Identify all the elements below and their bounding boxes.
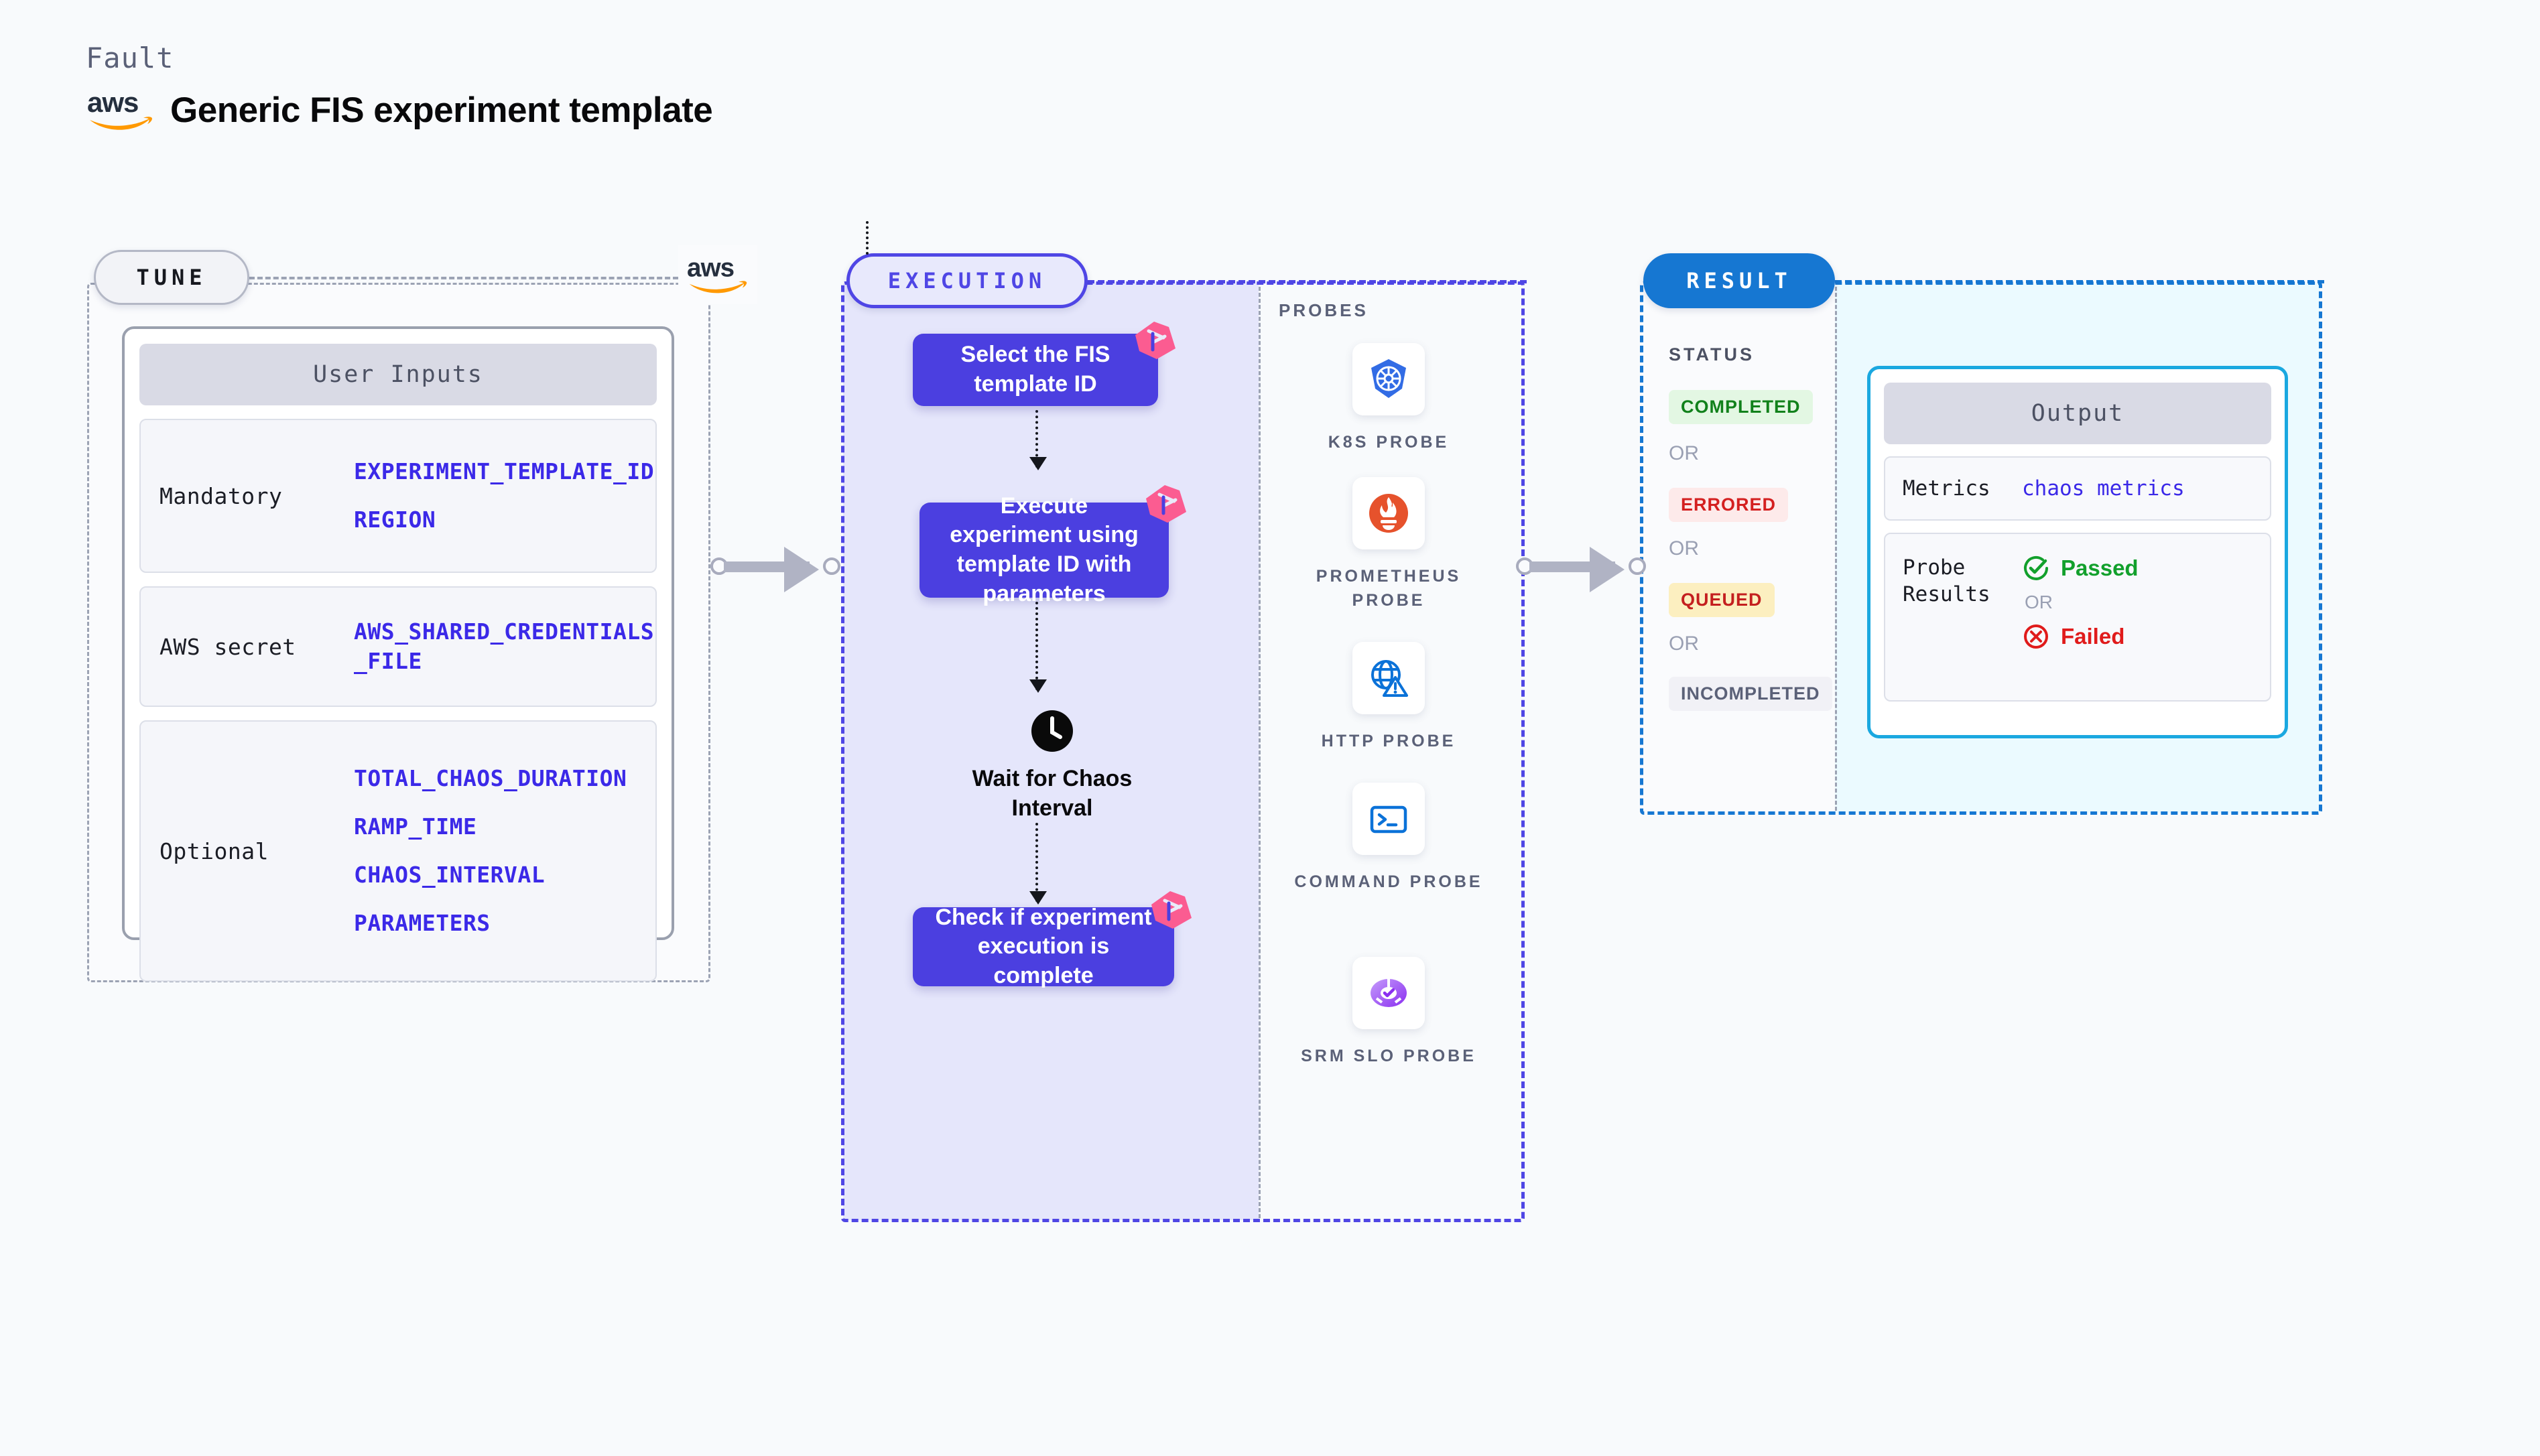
svg-text:aws: aws [687,254,734,283]
probes-title: PROBES [1279,300,1369,320]
probe-item-http[interactable]: HTTP PROBE [1278,642,1499,753]
output-row-metrics: Metrics chaos metrics [1884,456,2271,521]
input-value: _FILE [354,648,422,674]
probe-label: K8S PROBE [1328,433,1450,452]
verdict-failed: Failed [2022,622,2139,651]
result-stage-pill[interactable]: RESULT [1643,253,1835,308]
probe-label: SRM SLO PROBE [1301,1047,1476,1065]
execution-background [843,283,1259,1220]
flow-arrow-1 [1029,410,1047,470]
result-status-background [1642,283,1835,813]
flow-step-check-complete[interactable]: Check if experiment execution is complet… [913,905,1174,988]
passed-label: Passed [2061,555,2139,580]
status-badge-queued: QUEUED [1669,583,1775,617]
or-label: OR [1669,442,1699,464]
user-inputs-card: User Inputs Mandatory EXPERIMENT_TEMPLAT… [122,326,674,982]
metrics-value: chaos metrics [2022,476,2185,501]
output-card: Output Metrics chaos metrics Probe Resul… [1867,366,2288,738]
tune-stage-pill[interactable]: TUNE [94,250,249,305]
probe-label: COMMAND PROBE [1294,872,1483,891]
input-row-mandatory: Mandatory EXPERIMENT_TEMPLATE_ID REGION [139,419,657,573]
input-row-aws-secret: AWS secret AWS_SHARED_CREDENTIALS _FILE [139,586,657,707]
status-badge-errored: ERRORED [1669,488,1789,522]
page-header: Fault aws Generic FIS experiment templat… [86,42,713,135]
connector-end-dot [1629,557,1646,575]
result-separator [1835,287,1837,811]
flow-arrow-3 [1029,823,1047,905]
input-value: TOTAL_CHAOS_DURATION [354,765,627,791]
input-value: CHAOS_INTERVAL [354,862,546,888]
srm-slo-donut-icon [1352,957,1425,1029]
kubernetes-icon [1352,343,1425,415]
terminal-icon [1352,783,1425,855]
status-title: STATUS [1669,344,1755,365]
probes-background [1259,283,1523,1220]
page-title: Generic FIS experiment template [170,90,713,130]
result-pill-connector-line [1835,280,2324,283]
flow-step-select-template[interactable]: Select the FIS template ID [913,334,1158,406]
execution-stage-pill[interactable]: EXECUTION [846,253,1088,308]
output-title: Output [1884,383,2271,444]
connector-execution-to-result [1516,543,1650,594]
input-row-label: AWS secret [160,633,296,660]
user-inputs-title: User Inputs [139,344,657,405]
fault-label: Fault [86,42,174,74]
metrics-label: Metrics [1903,476,1990,501]
flow-step-execute-experiment[interactable]: Execute experiment using template ID wit… [919,493,1169,606]
probe-item-prometheus[interactable]: PROMETHEUS PROBE [1278,477,1499,613]
or-label: OR [1669,633,1699,655]
probe-label: PROMETHEUS PROBE [1316,567,1462,610]
probe-item-k8s[interactable]: K8S PROBE [1278,343,1499,454]
svg-text:aws: aws [87,86,138,118]
probes-separator [1259,287,1261,1218]
execution-top-tick [866,221,869,255]
flow-arrow-2 [1029,602,1047,693]
input-value: REGION [354,507,436,533]
output-row-probe-results: Probe Results Passed OR Failed [1884,533,2271,702]
tune-pill-connector-line [249,277,678,279]
arrow-right-icon [1590,547,1625,592]
input-row-label: Optional [160,838,269,864]
or-label: OR [1669,537,1699,559]
verdict-passed: Passed [2022,554,2139,582]
or-label: OR [2025,592,2053,612]
execution-pill-connector-line [1088,280,1527,283]
failed-label: Failed [2061,624,2125,649]
check-circle-icon [2024,555,2048,580]
probe-item-command[interactable]: COMMAND PROBE [1278,783,1499,894]
aws-logo-icon: aws [678,245,757,304]
wait-for-chaos-interval-label: Wait for Chaos Interval [972,766,1133,821]
prometheus-icon [1352,477,1425,549]
connector-tune-to-execution [710,543,844,594]
probe-item-srm-slo[interactable]: SRM SLO PROBE [1278,957,1499,1068]
input-row-label: Mandatory [160,482,283,509]
connector-end-dot [823,557,840,575]
input-value: EXPERIMENT_TEMPLATE_ID [354,458,655,484]
probe-label: HTTP PROBE [1321,732,1456,750]
input-value: PARAMETERS [354,910,491,937]
input-value: AWS_SHARED_CREDENTIALS [354,618,655,645]
arrow-right-icon [784,547,819,592]
aws-logo-icon: aws [87,86,152,130]
input-value: RAMP_TIME [354,813,477,840]
status-badge-incompleted: INCOMPLETED [1669,677,1832,711]
http-globe-warning-icon [1352,642,1425,714]
input-row-optional: Optional TOTAL_CHAOS_DURATION RAMP_TIME … [139,720,657,982]
status-badge-completed: COMPLETED [1669,390,1813,424]
clock-icon [1031,710,1073,752]
probe-results-label: Probe Results [1903,555,1990,607]
x-circle-icon [2024,624,2048,649]
